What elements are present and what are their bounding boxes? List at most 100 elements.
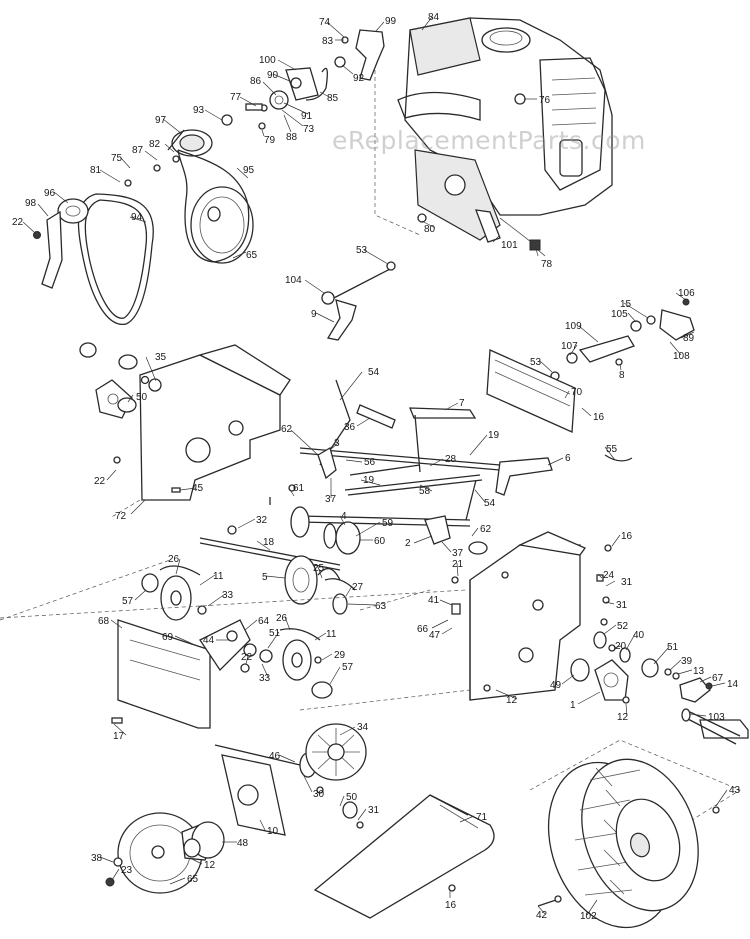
callout-33b: 33 bbox=[259, 673, 271, 684]
callout-12c: 12 bbox=[204, 860, 216, 871]
callout-59: 59 bbox=[382, 518, 394, 529]
callout-106: 106 bbox=[678, 288, 695, 299]
callout-21: 21 bbox=[452, 559, 464, 570]
shield-plate-70 bbox=[486, 349, 576, 433]
callout-8: 8 bbox=[619, 370, 625, 381]
hex-shaft-assembly bbox=[0, 525, 431, 621]
callout-37: 37 bbox=[325, 494, 337, 505]
callout-48: 48 bbox=[237, 838, 249, 849]
bottom-cover-71 bbox=[313, 794, 495, 919]
callout-49: 49 bbox=[550, 680, 562, 691]
callout-62: 62 bbox=[281, 424, 293, 435]
callout-58: 58 bbox=[419, 486, 431, 497]
callout-38: 38 bbox=[91, 853, 103, 864]
callout-87: 87 bbox=[132, 145, 144, 156]
callout-16c: 16 bbox=[445, 900, 457, 911]
callout-1: 1 bbox=[570, 700, 576, 711]
callout-34: 34 bbox=[357, 722, 369, 733]
callout-101: 101 bbox=[501, 240, 518, 251]
callout-26: 26 bbox=[168, 554, 180, 565]
callout-96: 96 bbox=[44, 188, 56, 199]
chute-bracket-cluster bbox=[550, 298, 695, 381]
callout-50: 50 bbox=[136, 392, 148, 403]
callout-102: 102 bbox=[580, 911, 597, 922]
callout-60: 60 bbox=[374, 536, 386, 547]
callout-4: 4 bbox=[341, 511, 347, 522]
callout-105: 105 bbox=[611, 309, 628, 320]
callout-64: 64 bbox=[258, 616, 270, 627]
engine bbox=[374, 17, 613, 257]
callout-20: 20 bbox=[615, 641, 627, 652]
shift-linkage bbox=[299, 379, 633, 521]
callout-55: 55 bbox=[606, 444, 618, 455]
callout-31: 31 bbox=[621, 577, 633, 588]
callout-41: 41 bbox=[428, 595, 440, 606]
axle-hardware-right bbox=[570, 631, 749, 745]
callout-19: 19 bbox=[488, 430, 500, 441]
callout-79: 79 bbox=[264, 135, 276, 146]
callout-70: 70 bbox=[571, 387, 583, 398]
callout-95: 95 bbox=[243, 165, 255, 176]
callout-11b: 11 bbox=[326, 629, 337, 640]
callout-53b: 53 bbox=[530, 357, 542, 368]
engine-hardware bbox=[417, 93, 541, 251]
gear-shaft-group bbox=[269, 484, 488, 555]
callout-56: 56 bbox=[364, 457, 376, 468]
leader-lines bbox=[22, 16, 728, 916]
v-belt-94 bbox=[77, 193, 154, 325]
callout-66: 66 bbox=[417, 624, 429, 635]
callout-88: 88 bbox=[286, 132, 298, 143]
left-side-frame-72 bbox=[79, 342, 291, 519]
callout-62b: 62 bbox=[480, 524, 492, 535]
callout-7: 7 bbox=[459, 398, 465, 409]
bearing-housing-plate-68 bbox=[111, 619, 333, 729]
idler-bracket-98 bbox=[33, 198, 89, 289]
callout-75: 75 bbox=[111, 153, 123, 164]
callout-12: 12 bbox=[506, 695, 518, 706]
callout-37b: 37 bbox=[452, 548, 464, 559]
callout-14: 14 bbox=[727, 679, 739, 690]
callout-22: 22 bbox=[12, 217, 24, 228]
callout-10: 10 bbox=[267, 826, 279, 837]
callout-86: 86 bbox=[250, 76, 262, 87]
callout-3: 3 bbox=[334, 438, 340, 449]
callout-107: 107 bbox=[561, 341, 578, 352]
callout-54: 54 bbox=[368, 367, 380, 378]
callout-31b: 31 bbox=[616, 600, 628, 611]
callout-104: 104 bbox=[285, 275, 302, 286]
callout-76: 76 bbox=[539, 95, 551, 106]
callout-93: 93 bbox=[193, 105, 205, 116]
callout-99: 99 bbox=[385, 16, 397, 27]
callout-32: 32 bbox=[256, 515, 268, 526]
callout-52: 52 bbox=[617, 621, 629, 632]
callout-84: 84 bbox=[428, 12, 440, 23]
callout-30: 30 bbox=[313, 789, 325, 800]
callout-25: 25 bbox=[313, 563, 325, 574]
callout-53: 53 bbox=[356, 245, 368, 256]
callout-22c: 22 bbox=[241, 652, 253, 663]
callout-91: 91 bbox=[301, 111, 313, 122]
callout-28: 28 bbox=[445, 454, 457, 465]
callout-54b: 54 bbox=[484, 498, 496, 509]
callout-2: 2 bbox=[405, 538, 411, 549]
watermark-text: eReplacementParts.com bbox=[332, 126, 646, 155]
callout-labels: 74 99 84 83 100 90 92 86 85 76 77 91 93 … bbox=[12, 12, 741, 922]
callout-63: 63 bbox=[375, 601, 387, 612]
callout-13: 13 bbox=[693, 666, 705, 677]
callout-11: 11 bbox=[213, 571, 224, 582]
callout-74: 74 bbox=[319, 17, 331, 28]
pulley-lower-65 bbox=[105, 812, 225, 894]
callout-40: 40 bbox=[633, 630, 645, 641]
callout-35: 35 bbox=[155, 352, 167, 363]
callout-89: 89 bbox=[683, 333, 695, 344]
chute-crank-lever bbox=[321, 261, 396, 341]
callout-80: 80 bbox=[424, 224, 436, 235]
callout-47: 47 bbox=[429, 630, 441, 641]
callout-51b: 51 bbox=[667, 642, 679, 653]
callout-85: 85 bbox=[327, 93, 339, 104]
callout-39: 39 bbox=[681, 656, 693, 667]
callout-65b: 65 bbox=[187, 874, 199, 885]
right-side-frame bbox=[0, 531, 612, 711]
callout-90: 90 bbox=[267, 70, 279, 81]
